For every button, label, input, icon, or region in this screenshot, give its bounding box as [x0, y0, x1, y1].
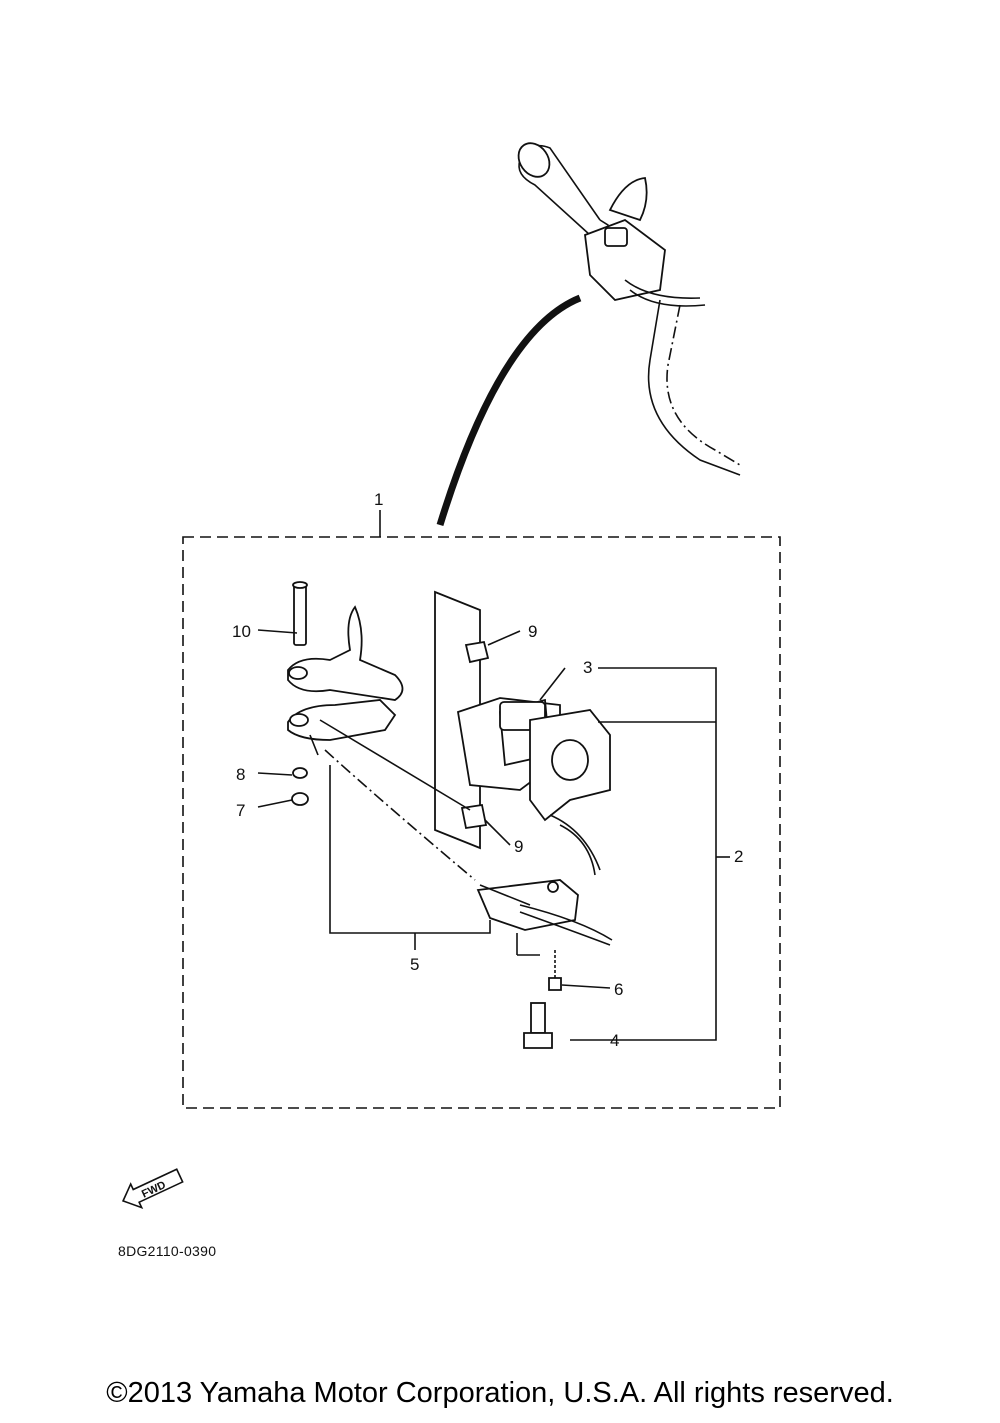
- callout-8: 8: [236, 765, 245, 784]
- callout-9-top: 9: [528, 622, 537, 641]
- grommet-top: [464, 640, 490, 664]
- callout-4: 4: [610, 1031, 619, 1050]
- switch-unit: [456, 697, 611, 876]
- callout-1: 1: [374, 490, 383, 509]
- callout-6: 6: [614, 980, 623, 999]
- throttle-cable: [436, 294, 582, 527]
- bolt: [523, 1002, 553, 1049]
- copyright-notice: ©2013 Yamaha Motor Corporation, U.S.A. A…: [106, 1377, 894, 1409]
- callout-5: 5: [410, 955, 419, 974]
- fwd-label: FWD: [140, 1179, 168, 1200]
- washer: [292, 767, 308, 779]
- handlebar-illustration: [517, 142, 741, 476]
- callout-9-bottom: 9: [514, 837, 523, 856]
- callout-3: 3: [583, 658, 592, 677]
- small-screw: [548, 950, 562, 991]
- sensor-bracket: [476, 879, 613, 946]
- callout-2: 2: [734, 847, 743, 866]
- fwd-arrow-icon: FWD: [121, 1168, 184, 1210]
- grommet-bottom: [460, 803, 488, 830]
- callout-10: 10: [232, 622, 251, 641]
- callout-7: 7: [236, 801, 245, 820]
- throttle-lever: [287, 581, 404, 756]
- lock-washer: [291, 792, 309, 806]
- assembly-boundary: [182, 536, 781, 1109]
- diagram-code: 8DG2110-0390: [118, 1243, 217, 1259]
